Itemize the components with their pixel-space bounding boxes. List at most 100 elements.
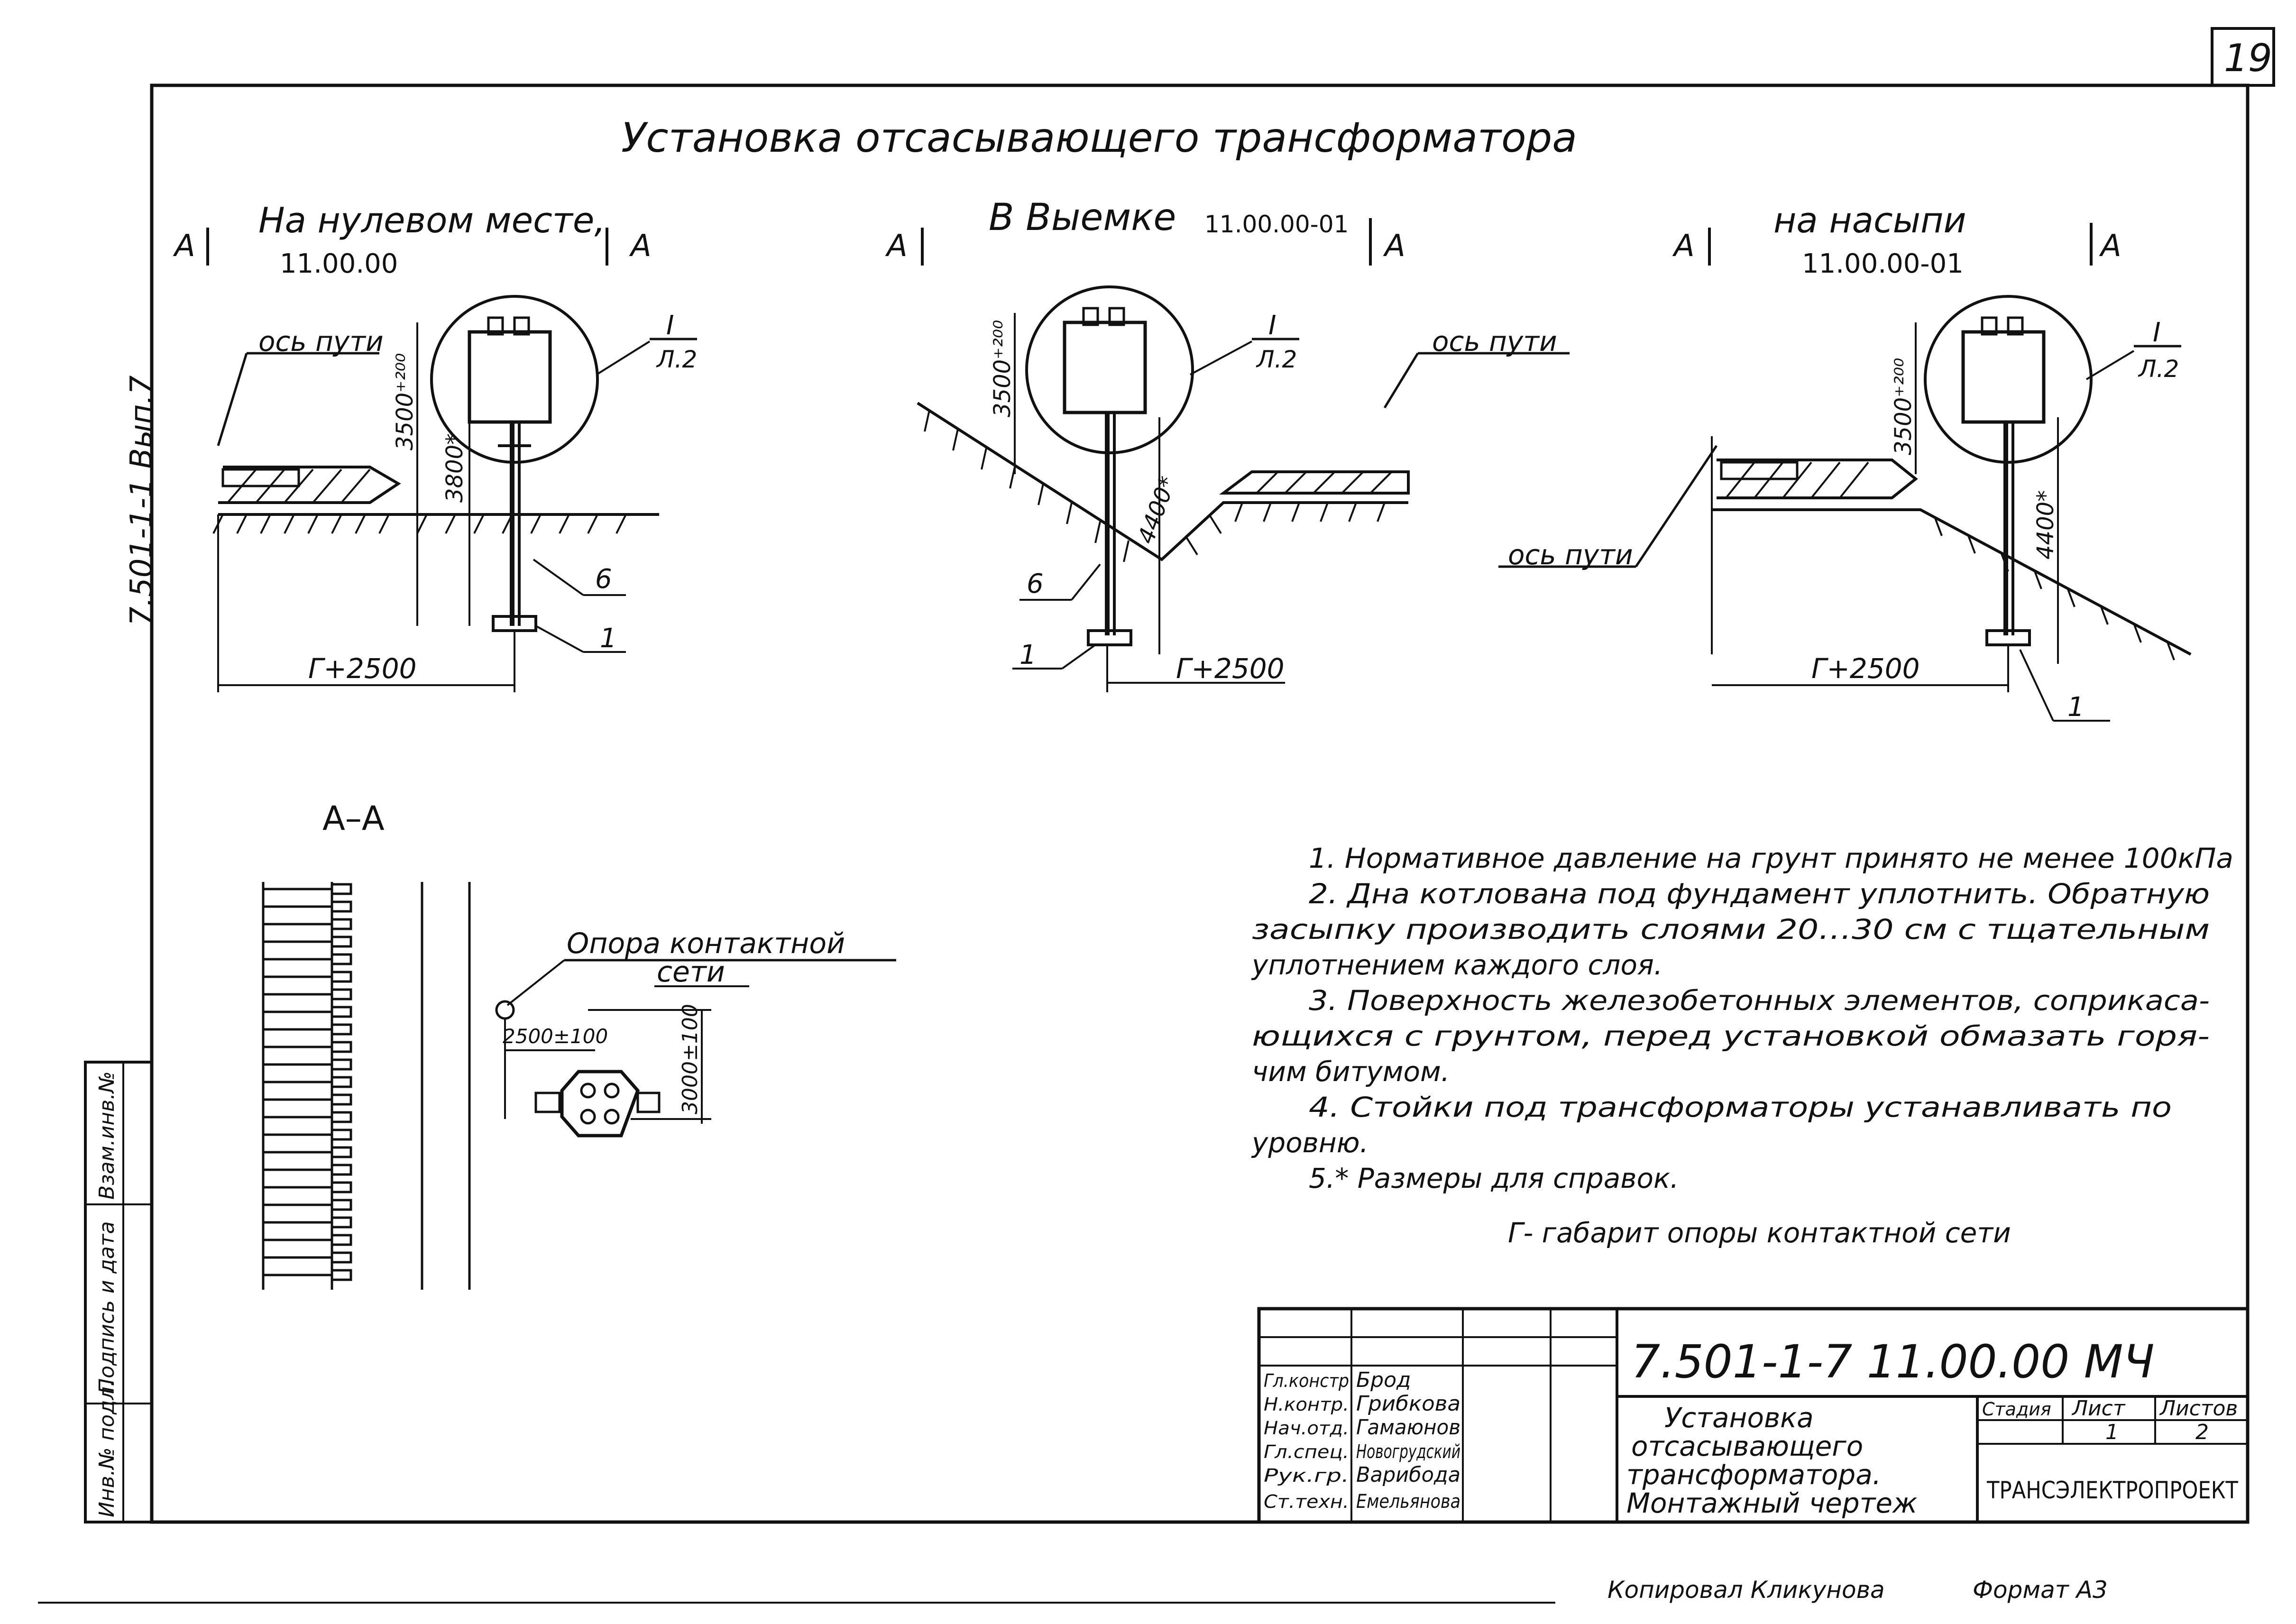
sleeper-end: [332, 1058, 352, 1071]
variant-code: 11.00.00-01: [1204, 211, 1349, 238]
dim-3800: 3800*: [441, 433, 468, 503]
dim-g2500: Г+2500: [308, 652, 417, 685]
sleeper-end: [332, 1234, 352, 1246]
tb-name: Варибода: [1356, 1463, 1460, 1487]
tb-role: Гл.спец.: [1264, 1441, 1349, 1462]
tb-role: Рук.гр.: [1264, 1465, 1349, 1486]
notes: 1. Нормативное давление на грунт принято…: [1251, 842, 2233, 1249]
variant-zero-level: А На нулевом месте, 11.00.00 А ось пути …: [173, 200, 697, 692]
sleeper-end: [332, 1041, 352, 1053]
variant-code: 11.00.00: [280, 248, 398, 279]
desc-line: Монтажный чертеж: [1626, 1487, 1917, 1519]
org-name: ТРАНСЭЛЕКТРОПРОЕКТ: [1986, 1477, 2238, 1504]
note-line: 1. Нормативное давление на грунт принято…: [1309, 842, 2233, 874]
note-line: чим битумом.: [1252, 1055, 1450, 1088]
support-label: Опора контактной: [567, 927, 845, 960]
sleeper-end: [332, 883, 352, 895]
stage-header: Стадия: [1982, 1399, 2051, 1420]
callout-sheet: Л.2: [1256, 346, 1297, 373]
section-a-a: А–А Опора контактной сети 2500±100 3000±…: [262, 799, 896, 1290]
dim-g2500: Г+2500: [1176, 652, 1285, 685]
sleeper-end: [332, 1181, 352, 1193]
dim-3500: 3500⁺²⁰⁰: [989, 320, 1016, 417]
callout-mark: I: [1268, 310, 1277, 341]
sleeper-end: [332, 1076, 352, 1088]
sleeper-end: [332, 1129, 352, 1141]
pos-1: 1: [600, 623, 617, 654]
note-line: 2. Дна котлована под фундамент уплотнить…: [1309, 878, 2210, 910]
callout-sheet: Л.2: [656, 346, 697, 373]
sleeper-end: [332, 953, 352, 965]
sheets-value: 2: [2195, 1420, 2209, 1444]
tb-role: Н.контр.: [1264, 1394, 1349, 1415]
tb-role: Гл.констр: [1264, 1370, 1349, 1391]
variant-label: На нулевом месте,: [258, 200, 606, 241]
tb-name: Емельянова: [1356, 1491, 1460, 1513]
sleeper-end: [332, 1111, 352, 1123]
sleeper-end: [332, 1146, 352, 1158]
sleeper-end: [332, 1216, 352, 1229]
sleeper-end: [332, 1251, 352, 1264]
outer-frame: [150, 83, 2250, 1524]
tb-role: Ст.техн.: [1264, 1491, 1349, 1512]
sheets-header: Листов: [2159, 1396, 2238, 1421]
note-line: ющихся с грунтом, перед установкой обмаз…: [1252, 1020, 2210, 1052]
stamp-inv-label: Инв.№ подл.: [95, 1380, 119, 1517]
side-text: 7.501-1-1 Вып.7: [124, 375, 159, 626]
callout-mark: I: [666, 310, 674, 341]
section-mark-left: А: [885, 229, 908, 264]
sheet-header: Лист: [2071, 1396, 2126, 1421]
desc-line: трансформатора.: [1626, 1459, 1881, 1491]
pos-1: 1: [2067, 692, 2085, 723]
tb-role: Нач.отд.: [1264, 1418, 1349, 1439]
plan-dim-2500: 2500±100: [503, 1025, 608, 1048]
note-line: 5.* Размеры для справок.: [1309, 1162, 1679, 1194]
stamp-replace-label: Взам.инв.№: [95, 1071, 119, 1200]
dim-3500: 3500⁺²⁰⁰: [1890, 358, 1917, 455]
section-mark-left: А: [1672, 229, 1695, 264]
sleeper-end: [332, 936, 352, 948]
section-mark-right: А: [2099, 229, 2122, 264]
callout-sheet: Л.2: [2138, 355, 2179, 383]
variant-cutting: А В Выемке 11.00.00-01 А ось пути I Л.2 …: [885, 196, 1570, 692]
variant-code: 11.00.00-01: [1802, 248, 1964, 279]
note-line: 3. Поверхность железобетонных элементов,…: [1309, 984, 2210, 1017]
note-line: уровню.: [1251, 1127, 1368, 1159]
copied-by: Копировал Кликунова: [1607, 1576, 1885, 1604]
variant-label: на насыпи: [1773, 200, 1966, 241]
tb-name: Грибкова: [1356, 1392, 1460, 1416]
sleeper-end: [332, 900, 352, 913]
dim-4400: 4400*: [1133, 473, 1182, 547]
title-block: 7.501-1-7 11.00.00 МЧ Установка отсасыва…: [1257, 1307, 2250, 1524]
sheet-value: 1: [2105, 1420, 2119, 1444]
section-mark-right: А: [629, 229, 652, 264]
sleeper-end: [332, 1006, 352, 1018]
note-line: Г- габарит опоры контактной сети: [1508, 1217, 2011, 1249]
pos-6: 6: [1027, 569, 1044, 599]
pos-6: 6: [595, 564, 612, 595]
section-mark-left: А: [173, 229, 195, 264]
dim-g2500: Г+2500: [1811, 652, 1920, 685]
desc-line: Установка: [1664, 1402, 1814, 1434]
sleeper-end: [332, 918, 352, 930]
sleeper-end: [332, 1093, 352, 1106]
variant-embankment: А на насыпи 11.00.00-01 А ось пути I Л.2…: [1498, 200, 2192, 723]
variant-label: В Выемке: [989, 196, 1176, 239]
desc-line: отсасывающего: [1631, 1430, 1863, 1462]
sleeper-end: [332, 1199, 352, 1211]
dim-3500: 3500⁺²⁰⁰: [392, 353, 418, 450]
sleeper-end: [332, 971, 352, 983]
doc-code: 7.501-1-7 11.00.00 МЧ: [1631, 1335, 2154, 1388]
tb-name: Новогрудский: [1356, 1441, 1460, 1463]
sleeper-end: [332, 988, 352, 1000]
drawing-title: Установка отсасывающего трансформатора: [621, 114, 1577, 162]
sleeper-end: [332, 1164, 352, 1176]
callout-mark: I: [2153, 317, 2161, 348]
note-line: засыпку производить слоями 20…30 см с тщ…: [1252, 913, 2210, 945]
format-label: Формат А3: [1973, 1576, 2108, 1604]
sheet-number-box: [2211, 27, 2275, 87]
dim-4400: 4400*: [2032, 490, 2059, 560]
section-title: А–А: [322, 799, 385, 838]
sleeper-end: [332, 1269, 352, 1281]
